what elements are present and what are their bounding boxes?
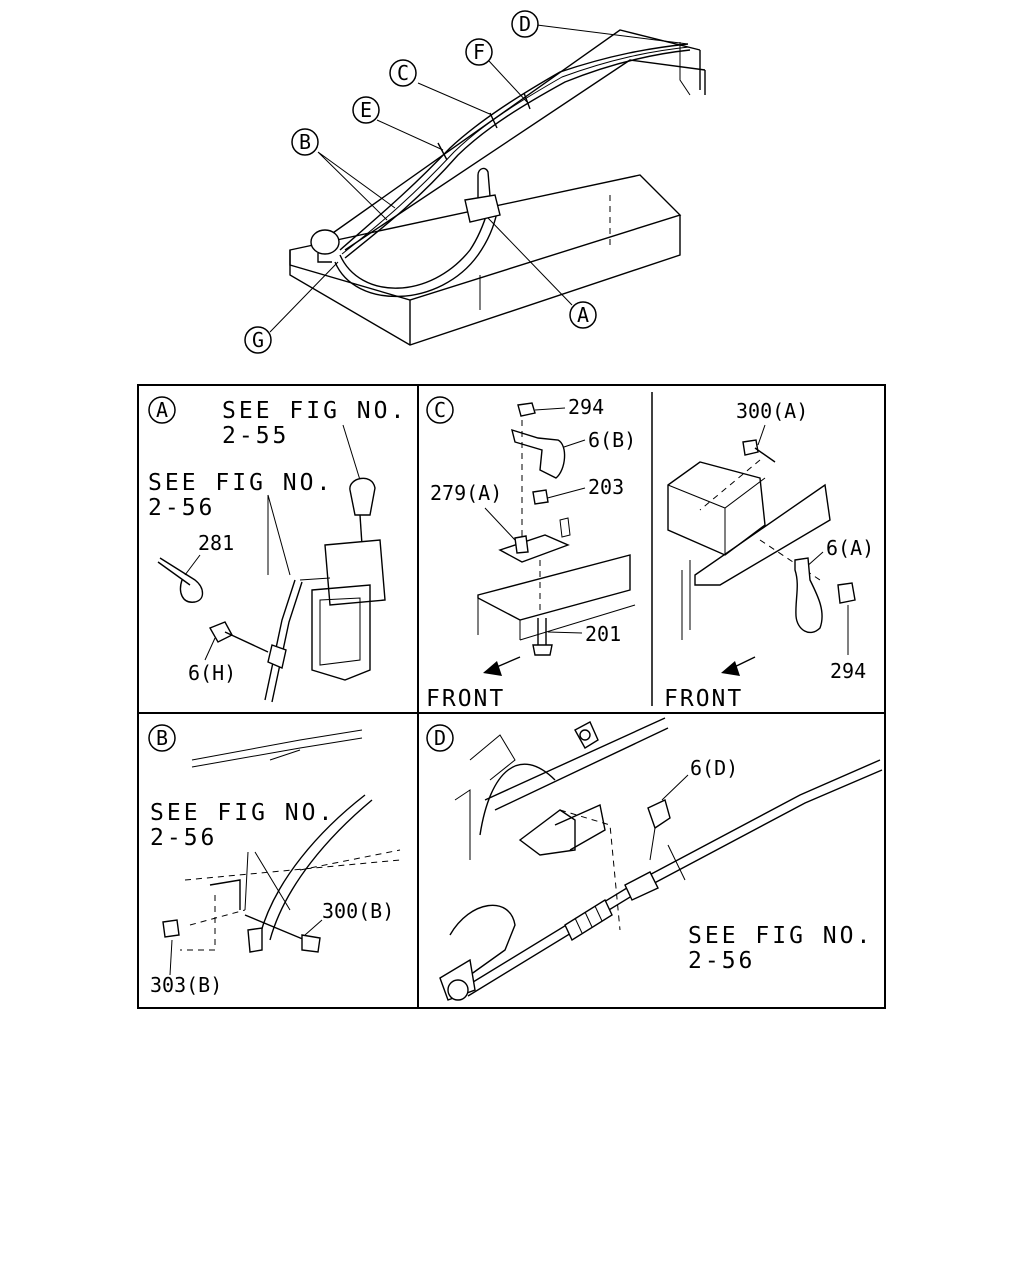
panel-d: D 6(D) SEE FIG NO. 2-56 [426, 717, 883, 1001]
callout-f: F [465, 38, 493, 66]
panel-c-right: 300(A) 6(A) 294 FRONT [664, 399, 874, 712]
svg-text:203: 203 [588, 475, 624, 499]
overview-illustration [289, 29, 706, 346]
svg-text:FRONT: FRONT [664, 686, 743, 712]
svg-text:279(A): 279(A) [430, 481, 502, 505]
detail-grid [137, 384, 886, 1009]
svg-text:281: 281 [198, 531, 234, 555]
callout-g: G [244, 326, 272, 354]
panel-b: B SEE FIG NO. 2-56 300(B) 303(B) [148, 724, 401, 997]
svg-text:SEE FIG NO.: SEE FIG NO. [150, 800, 335, 826]
svg-text:A: A [156, 398, 168, 422]
svg-text:C: C [434, 398, 446, 422]
svg-text:2-56: 2-56 [150, 825, 217, 851]
svg-text:E: E [360, 98, 372, 122]
svg-text:6(D): 6(D) [690, 756, 738, 780]
svg-text:294: 294 [568, 395, 604, 419]
svg-text:G: G [252, 328, 264, 352]
svg-text:F: F [473, 40, 485, 64]
callout-c: C [389, 59, 417, 87]
svg-text:6(A): 6(A) [826, 536, 874, 560]
callout-d: D [511, 10, 539, 38]
callout-a: A [569, 301, 597, 329]
svg-text:300(A): 300(A) [736, 399, 808, 423]
svg-text:6(B): 6(B) [588, 428, 636, 452]
callout-leaders [269, 24, 689, 333]
svg-text:294: 294 [830, 659, 866, 683]
svg-text:A: A [577, 303, 589, 327]
svg-text:2-56: 2-56 [688, 948, 755, 974]
svg-text:FRONT: FRONT [426, 686, 505, 712]
svg-text:SEE FIG NO.: SEE FIG NO. [688, 923, 873, 949]
svg-text:C: C [397, 61, 409, 85]
svg-text:201: 201 [585, 622, 621, 646]
panel-a: A SEE FIG NO. 2-55 SEE FIG NO. 2-56 281 … [148, 396, 407, 703]
svg-text:B: B [156, 726, 168, 750]
svg-text:2-55: 2-55 [222, 423, 289, 449]
svg-text:2-56: 2-56 [148, 495, 215, 521]
svg-text:6(H): 6(H) [188, 661, 236, 685]
panel-c: C 294 6(B) 279(A) 203 201 FRONT [426, 395, 636, 712]
svg-text:300(B): 300(B) [322, 899, 394, 923]
svg-text:SEE FIG NO.: SEE FIG NO. [148, 470, 333, 496]
svg-text:D: D [519, 12, 531, 36]
svg-text:303(B): 303(B) [150, 973, 222, 997]
callout-b: B [291, 128, 319, 156]
svg-text:D: D [434, 726, 446, 750]
svg-text:B: B [299, 130, 311, 154]
svg-text:SEE FIG NO.: SEE FIG NO. [222, 398, 407, 424]
callout-e: E [352, 96, 380, 124]
